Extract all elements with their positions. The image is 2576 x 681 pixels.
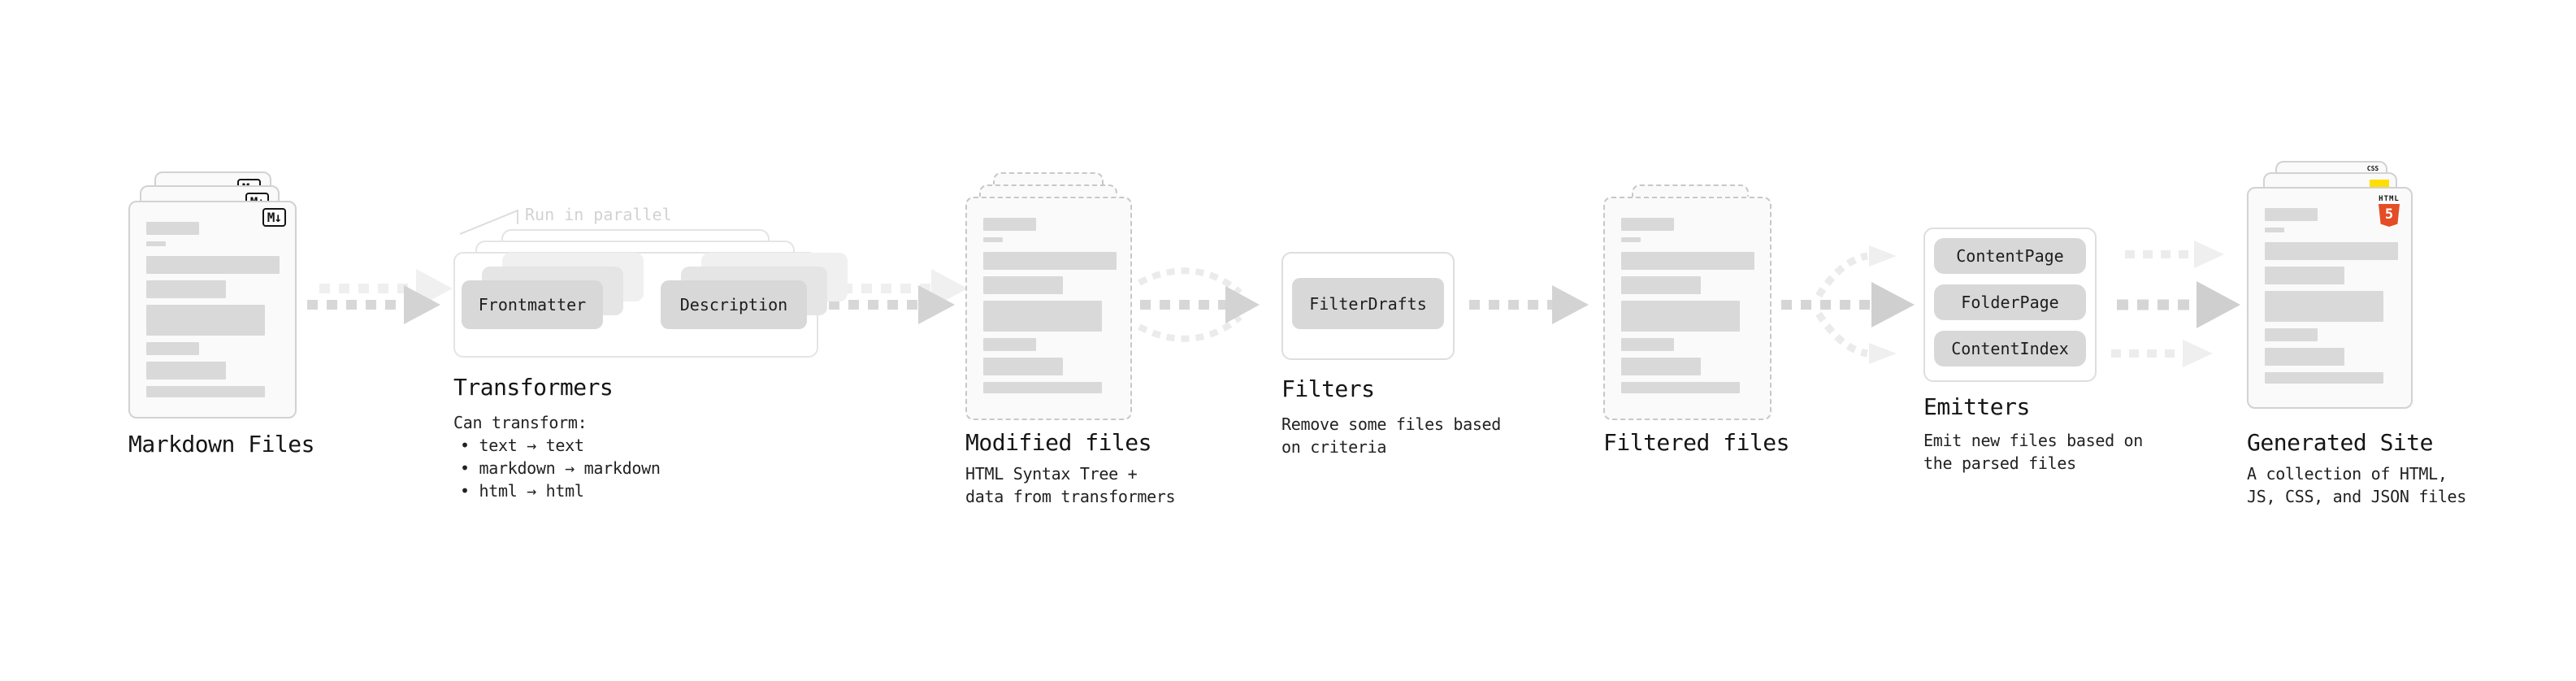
placeholder-bar [2265,328,2318,341]
file-card-front [1603,197,1772,420]
placeholder-bar [983,358,1063,375]
bullet-item: • text → text [460,436,584,455]
stage-label-markdown-files: Markdown Files [128,431,315,458]
placeholder-bar [983,301,1102,332]
description-line: on criteria [1281,437,1387,457]
file-card-front [965,197,1132,420]
run-in-parallel-annotation: Run in parallel [525,205,672,224]
placeholder-bar [983,252,1117,270]
placeholder-bar [1621,218,1674,231]
stage-label-transformers: Transformers [453,374,614,401]
placeholder-bar [983,338,1036,351]
description-line: JS, CSS, and JSON files [2247,487,2467,506]
placeholder-bar [146,280,226,298]
placeholder-bar [2265,372,2383,384]
placeholder-bar [1621,338,1674,351]
placeholder-bar [146,222,199,235]
placeholder-bar [146,362,226,380]
stage-label-modified-files: Modified files [965,429,1152,456]
stage-label-filters: Filters [1281,375,1375,402]
html5-icon-text: HTML [2379,195,2400,203]
description-line: Remove some files based [1281,414,1502,434]
placeholder-bar [146,305,265,336]
file-content-placeholder [983,218,1117,393]
placeholder-bar [1621,358,1701,375]
css-icon-text: CSS [2366,165,2379,172]
placeholder-bar [1621,252,1754,270]
contentpage-pill: ContentPage [1934,238,2086,274]
arrow-filtered-to-emitters [1781,245,1915,364]
bullet-item: • html → html [460,481,584,501]
description-line: the parsed files [1923,453,2076,473]
file-content-placeholder [2265,208,2398,384]
html5-icon: HTML 5 [2377,195,2401,227]
generated-site-description: A collection of HTML, JS, CSS, and JSON … [2247,462,2466,508]
placeholder-bar [983,218,1036,231]
placeholder-bar [2265,348,2344,366]
placeholder-bar [146,342,199,355]
placeholder-bar [983,276,1063,294]
placeholder-bar [983,237,1003,242]
file-card-front: HTML 5 [2247,187,2413,409]
placeholder-bar [983,382,1102,393]
arrow-transformers-to-modified [829,269,968,324]
arrow-emitters-to-site [2111,241,2240,367]
arrow-markdown-to-transformers [307,269,453,324]
markdown-icon: M↓ [262,208,286,227]
stage-label-filtered-files: Filtered files [1603,429,1790,456]
stage-label-generated-site: Generated Site [2247,429,2434,456]
html5-icon-shield: 5 [2379,204,2400,227]
description-pill: Description [661,280,807,329]
placeholder-bar [2265,208,2318,221]
placeholder-bar [146,256,280,274]
description-line: data from transformers [965,487,1176,506]
placeholder-bar [2265,228,2284,232]
transformers-bullet-list: • text → text • markdown → markdown • ht… [460,434,661,502]
arrow-modified-to-filters [1138,267,1260,342]
description-line: HTML Syntax Tree + [965,464,1138,484]
arrow-filters-to-filtered [1469,285,1589,324]
folderpage-pill: FolderPage [1934,284,2086,320]
placeholder-bar [1621,237,1641,242]
file-content-placeholder [1621,218,1754,393]
description-line: Emit new files based on [1923,431,2144,450]
frontmatter-pill: Frontmatter [462,280,603,329]
run-in-parallel-leader-line [459,209,518,235]
file-content-placeholder [146,222,280,397]
contentindex-pill: ContentIndex [1934,331,2086,367]
stage-label-emitters: Emitters [1923,393,2030,420]
placeholder-bar [1621,382,1740,393]
placeholder-bar [146,386,265,397]
filters-description: Remove some files based on criteria [1281,413,1501,458]
placeholder-bar [2265,267,2344,284]
placeholder-bar [2265,242,2398,260]
transformers-description-title: Can transform: [453,413,588,432]
filterdrafts-pill: FilterDrafts [1292,278,1444,329]
description-line: A collection of HTML, [2247,464,2448,484]
bullet-item: • markdown → markdown [460,458,661,478]
file-card-front: M↓ [128,201,297,419]
html5-icon-number: 5 [2384,206,2394,223]
placeholder-bar [1621,276,1701,294]
modified-files-description: HTML Syntax Tree + data from transformer… [965,462,1176,508]
emitters-description: Emit new files based on the parsed files [1923,429,2143,475]
placeholder-bar [146,241,166,246]
placeholder-bar [1621,301,1740,332]
placeholder-bar [2265,291,2383,322]
